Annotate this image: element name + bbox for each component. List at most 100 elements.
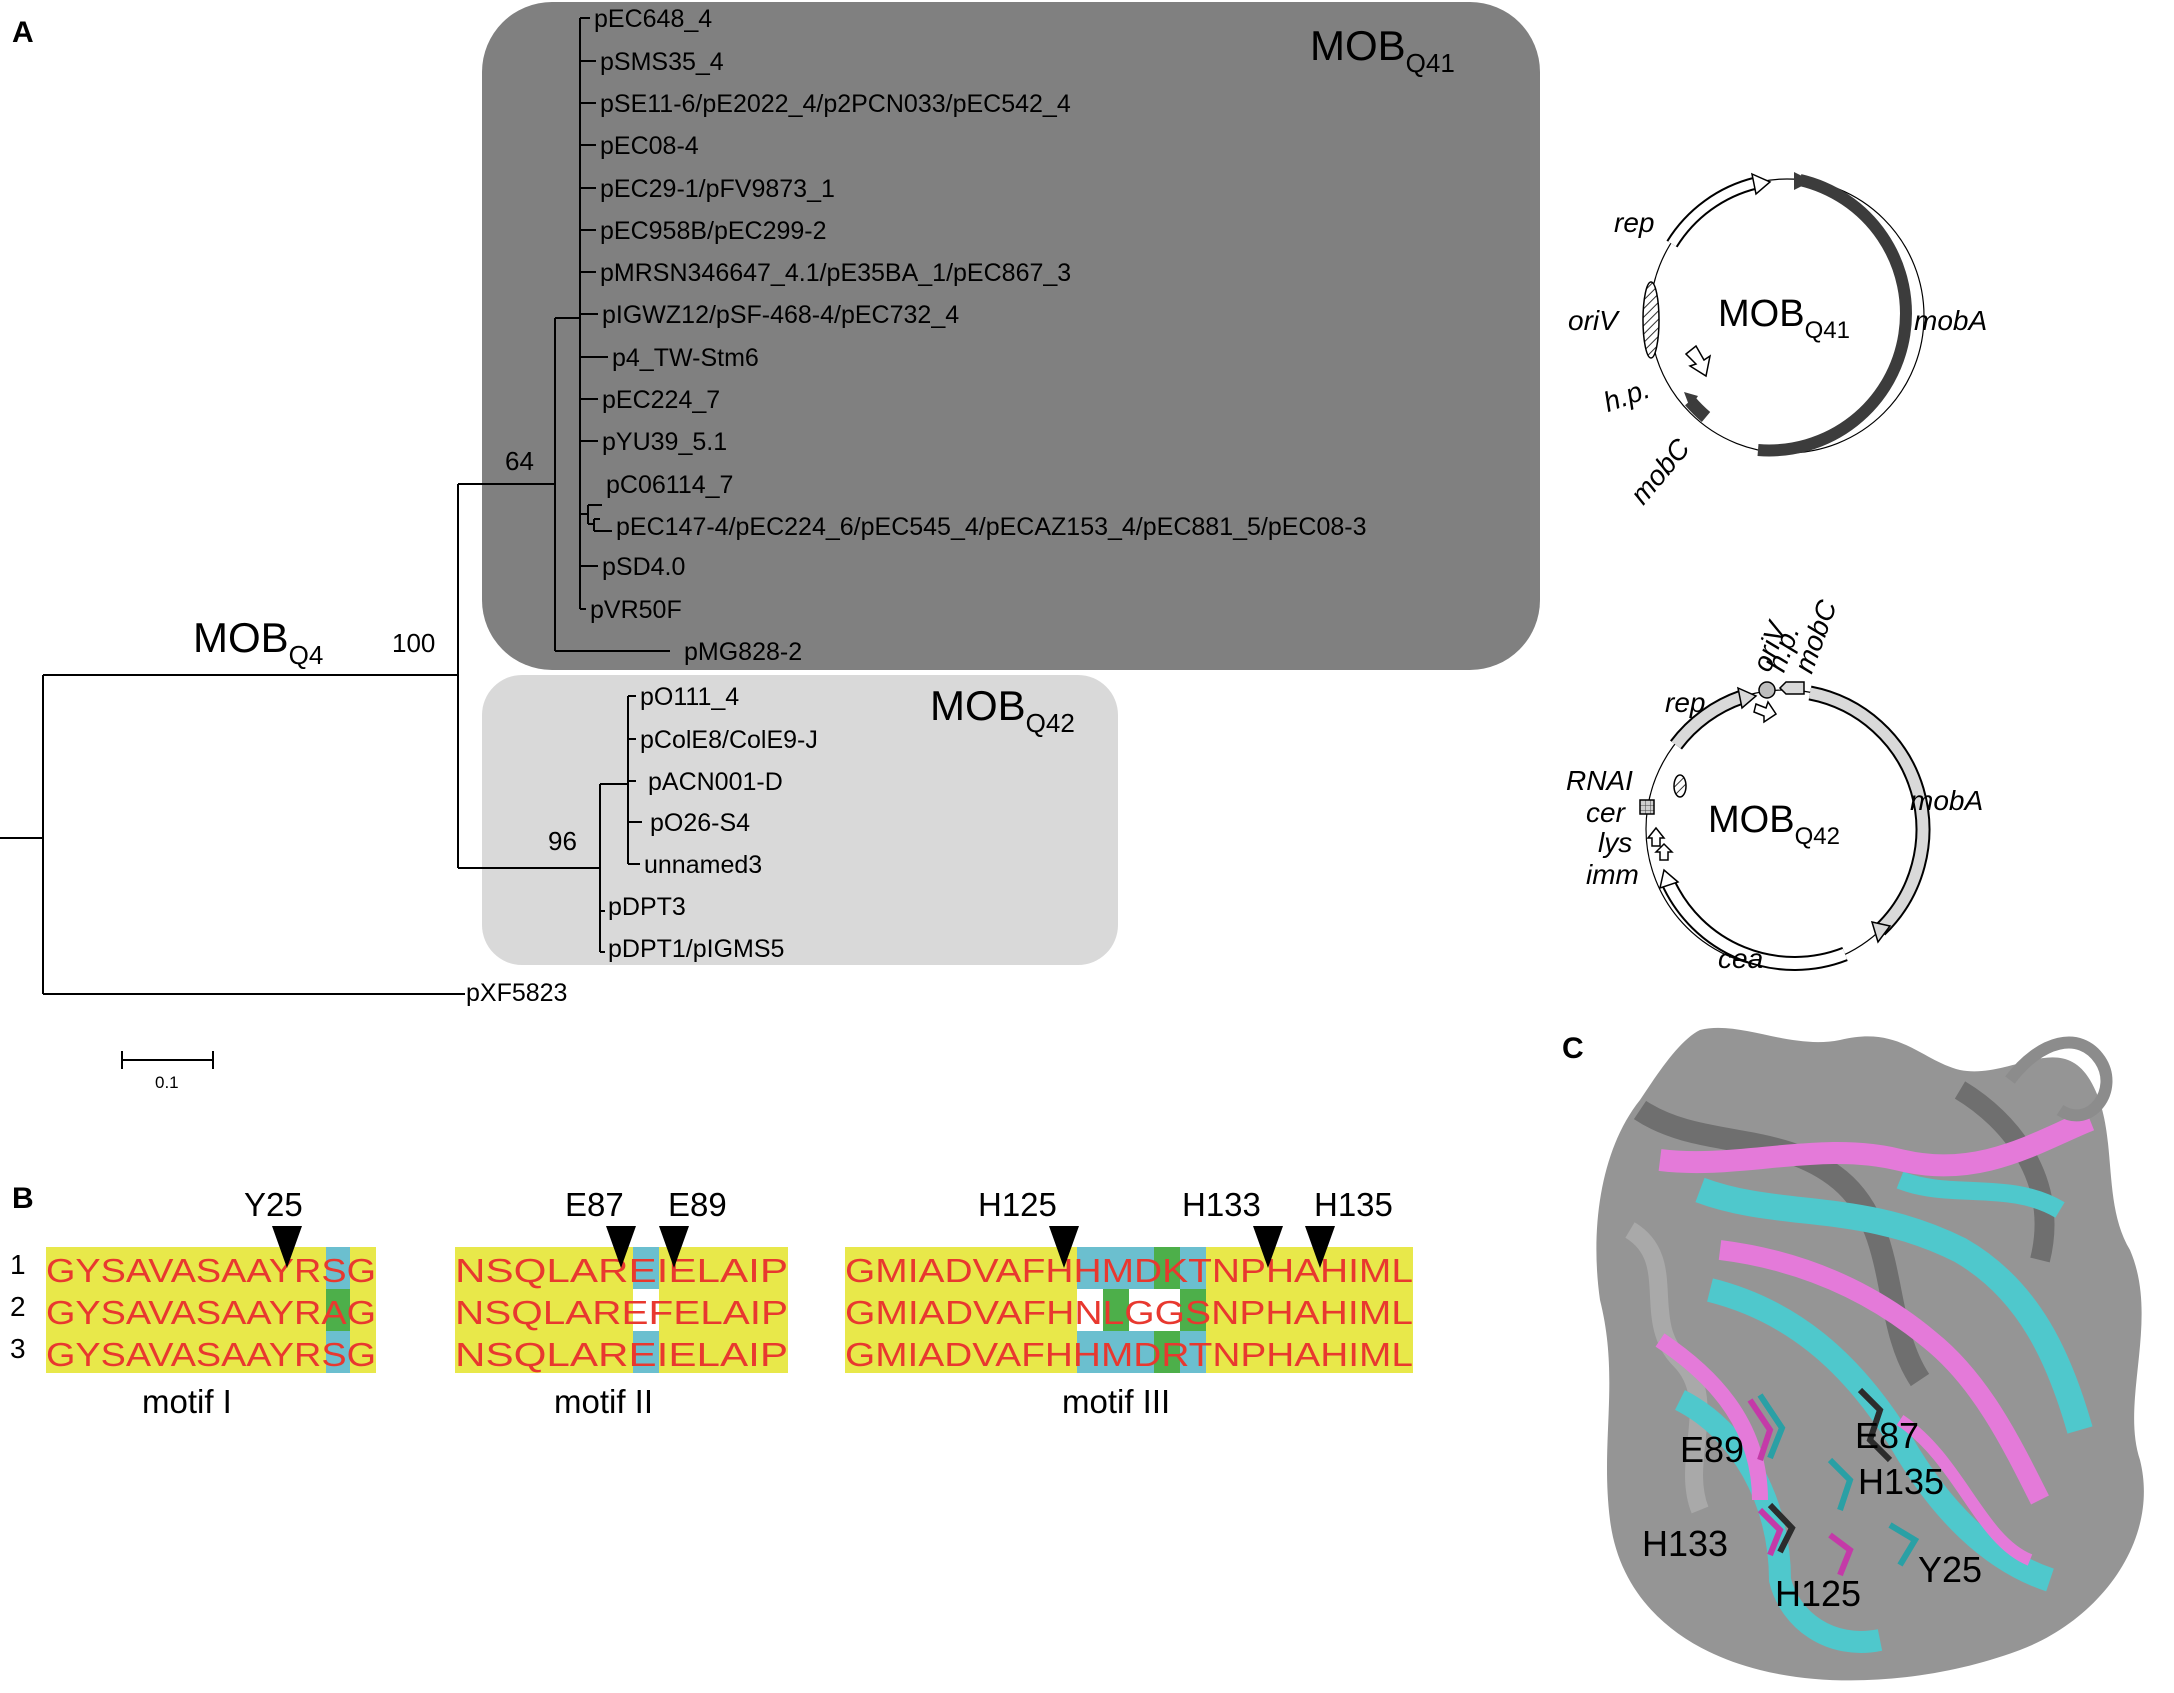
mobq42-cea-label: cea	[1718, 943, 1763, 974]
leaf-label: pEC224_7	[602, 386, 720, 414]
clade1-label-sub: Q41	[1406, 48, 1455, 78]
protein-structure-cartoon: E87 E89 H135 H133 H125 Y25	[1596, 1027, 2144, 1681]
root-label-main: MOB	[193, 614, 289, 661]
motif-3-block: GMIADVAFHHMDKTNPHAHIML GMIADVAFHNLGGSNPH…	[845, 1186, 1413, 1420]
structure-label-e87: E87	[1855, 1415, 1919, 1456]
mobq41-mobA-arrowhead	[1794, 172, 1812, 190]
marker-label-e87: E87	[565, 1186, 624, 1223]
leaf-label: pO111_4	[640, 683, 739, 711]
marker-label-y25: Y25	[244, 1186, 303, 1223]
leaf-label: pDPT3	[608, 893, 686, 921]
svg-text:MOBQ4: MOBQ4	[193, 614, 323, 670]
leaf-label: pEC147-4/pEC224_6/pEC545_4/pECAZ153_4/pE…	[616, 513, 1367, 541]
marker-arrow-y25	[272, 1226, 302, 1268]
structure-label-h133: H133	[1642, 1523, 1728, 1564]
mobq42-RNAI-label: RNAI	[1566, 765, 1633, 796]
marker-label-h135: H135	[1314, 1186, 1393, 1223]
row-number: 3	[10, 1333, 26, 1364]
motif-3-name: motif III	[1062, 1383, 1170, 1420]
bootstrap-96: 96	[548, 826, 577, 856]
leaf-label: pDPT1/pIGMS5	[608, 935, 784, 963]
mobq41-oriV-label: oriV	[1568, 305, 1620, 336]
root-label-sub: Q4	[289, 640, 324, 670]
clade2-label-sub: Q42	[1026, 708, 1075, 738]
clade1-label-main: MOB	[1310, 22, 1406, 69]
mobq41-hp-arrow	[1684, 344, 1712, 378]
clade2-leaf-labels: pO111_4 pColE8/ColE9-J pACN001-D pO26-S4…	[608, 683, 818, 963]
clade-mobq42-label: MOBQ42	[930, 682, 1075, 738]
mobq42-cer-square	[1639, 799, 1655, 815]
leaf-label: pEC08-4	[600, 132, 699, 160]
leaf-label: unnamed3	[644, 851, 762, 879]
mobq42-mobC-arrow	[1778, 681, 1805, 695]
mobq42-mobA-arrowhead	[1870, 920, 1892, 944]
plasmid-map-mobq42: oriV h.p. mobC rep RNAI cer lys imm mobA…	[1566, 595, 1983, 974]
mobq42-cea-arrowhead	[1658, 868, 1680, 890]
svg-text:MOBQ42: MOBQ42	[930, 682, 1075, 738]
motif-1-block: GYSAVASAAYRSG GYSAVASAAYRAG GYSAVASAAYRS…	[46, 1186, 376, 1420]
leaf-label: pSE11-6/pE2022_4/p2PCN033/pEC542_4	[600, 90, 1071, 118]
mobq42-RNAI-ellipse	[1673, 774, 1687, 798]
mobq41-center-sub: Q41	[1805, 317, 1850, 344]
structure-label-e89: E89	[1680, 1429, 1744, 1470]
marker-arrow-h135	[1305, 1226, 1335, 1268]
mobq42-imm-label: imm	[1586, 859, 1639, 890]
mobq42-imm-arrow	[1654, 842, 1674, 861]
plasmid-map-mobq41: rep oriV h.p. mobC mobA MOBQ41	[1568, 172, 1987, 510]
motif-3-row-2: GMIADVAFHNLGGSNPHAHIML	[845, 1294, 1413, 1331]
panel-label-b: B	[12, 1182, 34, 1215]
motif-3-row-3: GMIADVAFHHMDRTNPHAHIML	[845, 1336, 1413, 1373]
mobq42-lys-label: lys	[1598, 827, 1632, 858]
motif-1-row-2: GYSAVASAAYRAG	[46, 1294, 376, 1331]
leaf-label: pEC958B/pEC299-2	[600, 217, 827, 245]
motif-2-row-2: NSQLAREFELAIP	[455, 1294, 788, 1331]
mobq41-oriV-ellipse	[1642, 281, 1660, 359]
leaf-label: pC06114_7	[606, 471, 733, 499]
bootstrap-64: 64	[505, 446, 534, 476]
scale-bar-label: 0.1	[155, 1073, 179, 1092]
mobq41-hp-label: h.p.	[1599, 373, 1653, 418]
mobq42-center-sub: Q42	[1795, 823, 1840, 850]
svg-text:MOBQ41: MOBQ41	[1718, 293, 1850, 344]
alignment-row-numbers: 1 2 3	[10, 1249, 26, 1364]
tree-branches	[0, 17, 670, 995]
mobq42-oriV-circle	[1758, 681, 1776, 699]
leaf-label: pACN001-D	[648, 768, 783, 796]
mobq42-mobA-label: mobA	[1910, 785, 1983, 816]
leaf-label: pEC29-1/pFV9873_1	[600, 175, 835, 203]
motif-2-name: motif II	[554, 1383, 653, 1420]
marker-label-h133: H133	[1182, 1186, 1261, 1223]
row-number: 1	[10, 1249, 26, 1280]
marker-arrow-e87	[606, 1226, 636, 1268]
leaf-label: pMG828-2	[684, 638, 802, 666]
mobq42-center-main: MOB	[1708, 799, 1795, 841]
leaf-label: pSD4.0	[602, 553, 685, 581]
scale-bar	[121, 1051, 214, 1069]
clade-mobq42-background	[482, 675, 1118, 965]
leaf-label: pO26-S4	[650, 809, 750, 837]
leaf-label: p4_TW-Stm6	[612, 344, 759, 372]
structure-label-y25: Y25	[1918, 1549, 1982, 1590]
root-label: MOBQ4	[193, 614, 323, 670]
marker-label-h125: H125	[978, 1186, 1057, 1223]
motif-1-name: motif I	[142, 1383, 232, 1420]
leaf-label: pColE8/ColE9-J	[640, 726, 818, 754]
marker-arrow-h133	[1253, 1226, 1283, 1268]
leaf-label: pSMS35_4	[600, 48, 724, 76]
mobq41-mobC-label: mobC	[1624, 432, 1696, 510]
clade2-label-main: MOB	[930, 682, 1026, 729]
mobq42-hp-arrow	[1753, 700, 1778, 724]
mobq41-rep-arrowhead	[1750, 172, 1772, 196]
marker-arrow-h125	[1049, 1226, 1079, 1268]
mobq42-rep-label: rep	[1665, 687, 1705, 718]
panel-label-c: C	[1562, 1032, 1584, 1065]
mobq41-mobA-arc	[1757, 174, 1912, 457]
motif-1-row-3: GYSAVASAAYRSG	[46, 1336, 376, 1373]
clade-mobq41-background	[482, 2, 1540, 670]
mobq42-lys-arrow	[1646, 826, 1666, 847]
leaf-label: pIGWZ12/pSF-468-4/pEC732_4	[602, 301, 959, 329]
bootstrap-100: 100	[392, 628, 435, 658]
leaf-label-outgroup: pXF5823	[466, 979, 567, 1007]
motif-1-row-1: GYSAVASAAYRSG	[46, 1252, 376, 1289]
